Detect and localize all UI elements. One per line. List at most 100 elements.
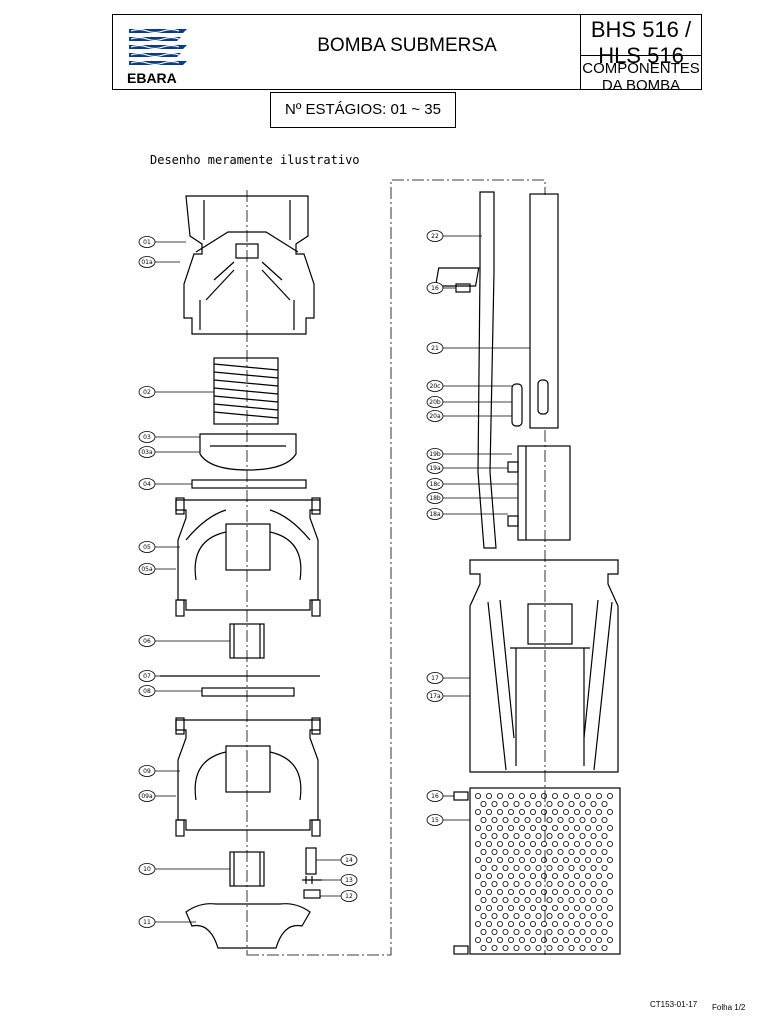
screen-hole	[579, 817, 586, 824]
callout-r-18a-label: 18a	[429, 511, 441, 518]
screen-hole	[607, 825, 614, 832]
screen-hole	[596, 921, 603, 928]
screen-hole	[585, 889, 592, 896]
screen-hole	[541, 825, 548, 832]
callout-r-16-bubble	[426, 790, 444, 802]
screen-hole	[563, 889, 570, 896]
callout-r-19a-bubble	[426, 462, 444, 474]
screen-hole	[480, 801, 487, 808]
screen-hole	[485, 921, 492, 928]
screen-hole	[546, 897, 553, 904]
screen-hole	[480, 833, 487, 840]
screen-hole	[596, 905, 603, 912]
screen-hole	[485, 809, 492, 816]
screen-hole	[524, 817, 531, 824]
screen-hole	[513, 833, 520, 840]
screen-hole	[519, 825, 526, 832]
screen-hole	[535, 897, 542, 904]
screen-hole	[524, 801, 531, 808]
screen-hole	[607, 905, 614, 912]
screen-hole	[546, 913, 553, 920]
screen-hole	[579, 929, 586, 936]
screen-hole	[590, 801, 597, 808]
screen-hole	[541, 793, 548, 800]
screen-hole	[491, 929, 498, 936]
screen-hole	[546, 833, 553, 840]
callout-12-bubble	[340, 890, 358, 902]
screen-hole	[530, 873, 537, 880]
screen-hole	[519, 873, 526, 880]
screen-hole	[590, 881, 597, 888]
callout-14-label: 14	[345, 857, 353, 864]
screen-hole	[485, 937, 492, 944]
part-17-suction-bracket	[469, 559, 619, 773]
screen-hole	[574, 921, 581, 928]
screen-hole	[530, 793, 537, 800]
screen-hole	[519, 905, 526, 912]
screen-hole	[574, 889, 581, 896]
screen-hole	[535, 849, 542, 856]
screen-hole	[601, 945, 608, 952]
screen-hole	[596, 873, 603, 880]
screen-hole	[513, 817, 520, 824]
screen-hole	[496, 841, 503, 848]
callout-r-19a-label: 19a	[429, 465, 441, 472]
screen-hole	[563, 937, 570, 944]
screen-hole	[541, 857, 548, 864]
callout-05-label: 05	[143, 544, 151, 551]
screen-hole	[596, 937, 603, 944]
callout-11-bubble	[138, 916, 156, 928]
screen-hole	[480, 881, 487, 888]
screen-hole	[535, 801, 542, 808]
screen-hole	[541, 889, 548, 896]
callout-r-17a-bubble	[426, 690, 444, 702]
callout-10-label: 10	[143, 866, 151, 873]
screen-hole	[507, 841, 514, 848]
screen-hole	[568, 945, 575, 952]
callout-r-21-label: 21	[431, 345, 439, 352]
screen-hole	[563, 841, 570, 848]
screen-hole	[485, 793, 492, 800]
screen-hole	[519, 841, 526, 848]
screen-hole	[541, 921, 548, 928]
callout-03a-label: 03a	[141, 449, 153, 456]
part-01-discharge-casing	[183, 195, 315, 335]
screen-hole	[491, 849, 498, 856]
callout-r-21-bubble	[426, 342, 444, 354]
callout-r-20c-label: 20c	[430, 383, 441, 390]
screen-hole	[590, 817, 597, 824]
screen-hole	[507, 793, 514, 800]
screen-hole	[491, 833, 498, 840]
callout-05a-label: 05a	[141, 566, 153, 573]
screen-hole	[607, 873, 614, 880]
callout-11-label: 11	[143, 919, 151, 926]
screen-hole	[491, 945, 498, 952]
screen-hole	[579, 849, 586, 856]
screen-hole	[557, 897, 564, 904]
logo-wordmark: EBARA	[127, 70, 177, 86]
screen-hole	[579, 801, 586, 808]
screen-hole	[496, 937, 503, 944]
screen-hole	[485, 889, 492, 896]
screen-hole	[507, 889, 514, 896]
screen-hole	[552, 873, 559, 880]
screen-hole	[557, 849, 564, 856]
screen-hole	[474, 857, 481, 864]
callout-01-bubble	[138, 236, 156, 248]
screen-hole	[579, 865, 586, 872]
screen-hole	[596, 889, 603, 896]
callout-01a-label: 01a	[141, 259, 153, 266]
screen-hole	[596, 841, 603, 848]
screen-hole	[552, 889, 559, 896]
screen-hole	[491, 881, 498, 888]
callout-04-label: 04	[143, 481, 151, 488]
screen-hole	[474, 873, 481, 880]
sheet-number: Folha 1/2	[712, 1003, 746, 1012]
screen-hole	[474, 841, 481, 848]
screen-hole	[568, 849, 575, 856]
screen-hole	[557, 833, 564, 840]
screen-hole	[574, 825, 581, 832]
screen-hole	[491, 817, 498, 824]
screen-hole	[507, 809, 514, 816]
screen-hole	[607, 809, 614, 816]
